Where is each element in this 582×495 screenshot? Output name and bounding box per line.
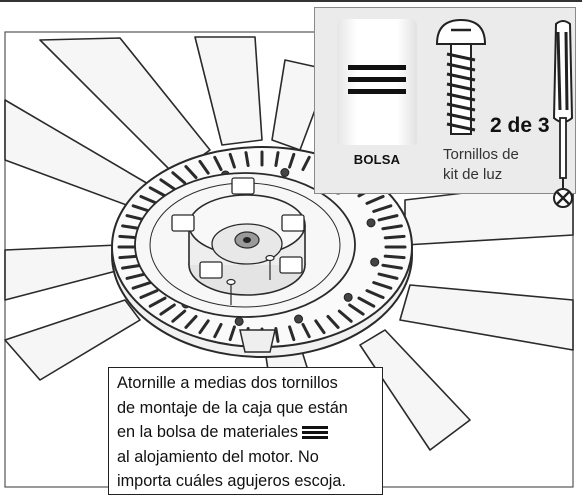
vent-slot — [148, 296, 167, 308]
hub-screw — [199, 261, 223, 279]
instruction-line-text: en la bolsa de materiales — [117, 423, 299, 442]
instruction-callout: Atornille a medias dos tornillos de mont… — [108, 367, 383, 495]
rim-hole — [280, 168, 290, 178]
fan-blade — [359, 329, 471, 451]
vent-slot — [121, 263, 143, 270]
vent-slot — [125, 272, 147, 280]
hub-screw — [281, 214, 305, 232]
instruction-line: importa cuáles agujeros escoja. — [117, 472, 346, 491]
vent-slot — [159, 178, 176, 191]
screwdriver-icon — [552, 20, 574, 208]
vent-slot — [198, 159, 210, 175]
vent-slot — [274, 326, 280, 343]
vent-slot — [198, 319, 210, 335]
bag-symbol-icon — [302, 426, 329, 439]
vent-slot — [365, 289, 385, 300]
vent-slot — [314, 319, 326, 335]
hardware-inset: BOLSA 2 de 3 Tornillos de kit de luz — [314, 7, 576, 194]
vent-slot — [372, 281, 393, 290]
vent-slot — [171, 171, 187, 185]
rim-hole — [343, 292, 353, 302]
instruction-line: en la bolsa de materiales — [117, 420, 374, 445]
vent-slot — [148, 186, 167, 198]
bag-icon — [337, 19, 417, 145]
vent-slot — [377, 214, 399, 222]
vent-slot — [357, 296, 376, 308]
instruction-line: al alojamiento del motor. No — [117, 447, 319, 466]
fan-blade — [39, 37, 211, 176]
vent-slot — [326, 314, 340, 329]
vent-slot — [337, 309, 353, 323]
vent-slot — [301, 322, 311, 339]
rim-hole — [366, 218, 376, 228]
vent-slot — [348, 303, 365, 316]
vent-slot — [171, 309, 187, 323]
vent-slot — [377, 272, 399, 280]
vent-slot — [383, 234, 406, 240]
vent-slot — [244, 151, 250, 168]
vent-slot — [301, 155, 311, 172]
vent-slot — [184, 165, 198, 180]
vent-slot — [383, 254, 406, 260]
instruction-line: Atornille a medias dos tornillos — [117, 374, 338, 392]
hub-screw — [171, 214, 195, 232]
vent-slot — [381, 224, 403, 231]
hub-screws — [171, 177, 305, 279]
rim-hole — [294, 314, 304, 324]
vent-slot — [139, 289, 159, 300]
half-inserted-screws — [226, 254, 275, 305]
fan-blade — [4, 299, 141, 381]
vent-slot — [213, 155, 223, 172]
vent-slot — [274, 151, 280, 168]
screw-label-line: kit de luz — [443, 166, 503, 183]
vent-slot — [288, 152, 296, 169]
hub-screw — [231, 177, 255, 195]
phillips-tip-icon — [553, 188, 573, 208]
vent-slot — [372, 204, 393, 213]
rim-hole — [370, 257, 380, 267]
vent-slot — [381, 263, 403, 270]
vent-slot — [213, 322, 223, 339]
rim-hole — [234, 316, 244, 326]
vent-slot — [139, 194, 159, 205]
vent-slot — [228, 325, 236, 342]
vent-slot — [228, 152, 236, 169]
vent-slot — [131, 281, 152, 290]
fan-blade — [399, 284, 574, 351]
screw-count: 2 de 3 — [490, 114, 550, 137]
lower-tab — [239, 329, 276, 353]
vent-slot — [184, 314, 198, 329]
instruction-line: de montaje de la caja que están — [117, 398, 348, 417]
vent-slot — [288, 325, 296, 342]
bag-symbol — [348, 65, 406, 101]
bag-label: BOLSA — [353, 152, 401, 167]
vent-slot — [159, 303, 176, 316]
hub-screw — [279, 256, 303, 274]
screw-label: Tornillos de kit de luz — [443, 145, 553, 185]
vent-slot — [365, 194, 385, 205]
fan-blade — [194, 36, 263, 146]
motor-hub — [188, 194, 306, 296]
screw-icon — [435, 18, 487, 135]
screw-label-line: Tornillos de — [443, 146, 519, 163]
